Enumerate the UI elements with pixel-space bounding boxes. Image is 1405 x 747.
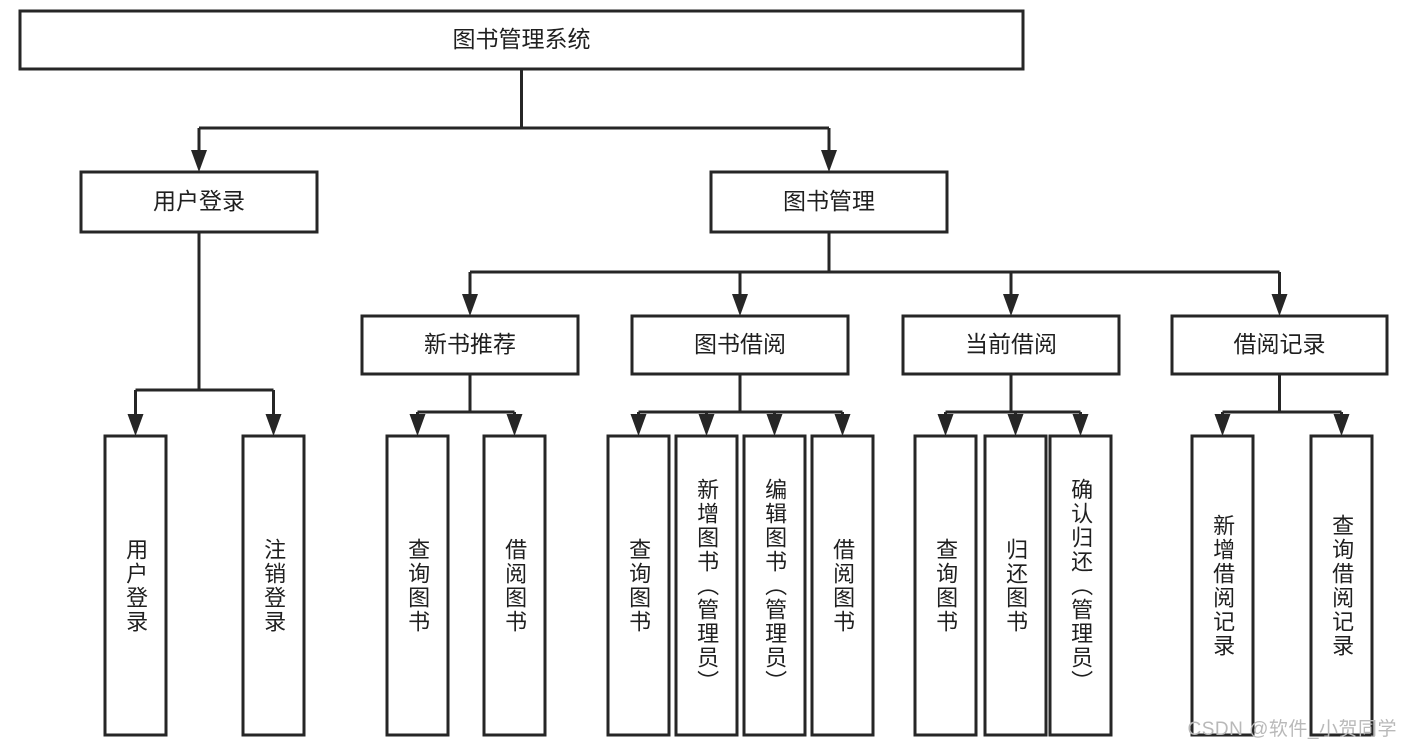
node-leaf-rec-query-book[interactable] (385, 434, 450, 737)
arrow-head-icon (1271, 294, 1288, 316)
arrow-head-icon (265, 414, 282, 436)
arrow-head-icon (409, 414, 426, 436)
node-leaf-bb-edit-book[interactable] (742, 434, 807, 737)
node-leaf-cb-confirm-return[interactable] (1048, 434, 1113, 737)
arrow-head-icon (1214, 414, 1231, 436)
node-label: 图书管理 (783, 188, 875, 214)
arrow-head-icon (698, 414, 715, 436)
arrow-head-icon (1072, 414, 1089, 436)
node-label: 新书推荐 (424, 331, 516, 357)
node-leaf-br-add-record[interactable] (1190, 434, 1255, 737)
watermark-text: CSDN @软件_小贺同学 (1187, 719, 1397, 740)
node-leaf-bb-query-book[interactable] (606, 434, 671, 737)
node-label: 图书管理系统 (453, 26, 591, 52)
arrow-head-icon (732, 294, 748, 316)
node-book-borrow[interactable] (630, 314, 850, 376)
arrow-head-icon (630, 414, 647, 436)
node-box-layer (18, 9, 1389, 737)
arrow-head-icon (937, 414, 954, 436)
node-root[interactable] (18, 9, 1025, 71)
node-leaf-rec-borrow-book[interactable] (482, 434, 547, 737)
node-label: 借阅记录 (1234, 331, 1326, 357)
arrow-head-icon (1333, 414, 1350, 436)
node-leaf-bb-borrow-book[interactable] (810, 434, 875, 737)
node-borrow-record[interactable] (1170, 314, 1389, 376)
node-leaf-user-logout[interactable] (241, 434, 306, 737)
node-current-borrow[interactable] (901, 314, 1121, 376)
arrow-head-icon (191, 150, 207, 172)
node-book-manage[interactable] (709, 170, 949, 234)
arrow-head-icon (1007, 414, 1024, 436)
node-leaf-cb-return-book[interactable] (983, 434, 1048, 737)
node-new-book-rec[interactable] (360, 314, 580, 376)
node-user-login[interactable] (79, 170, 319, 234)
arrow-head-icon (834, 414, 851, 436)
connector-layer (127, 69, 1350, 436)
node-label: 当前借阅 (965, 331, 1057, 357)
arrow-head-icon (821, 150, 837, 172)
node-label: 用户登录 (153, 188, 245, 214)
arrow-head-icon (1003, 294, 1019, 316)
node-leaf-cb-query-book[interactable] (913, 434, 978, 737)
arrow-head-icon (462, 294, 478, 316)
node-leaf-user-login[interactable] (103, 434, 168, 737)
node-label: 图书借阅 (694, 331, 786, 357)
node-leaf-bb-add-book[interactable] (674, 434, 739, 737)
arrow-head-icon (766, 414, 783, 436)
arrow-head-icon (127, 414, 144, 436)
node-leaf-br-query-record[interactable] (1309, 434, 1374, 737)
arrow-head-icon (506, 414, 523, 436)
